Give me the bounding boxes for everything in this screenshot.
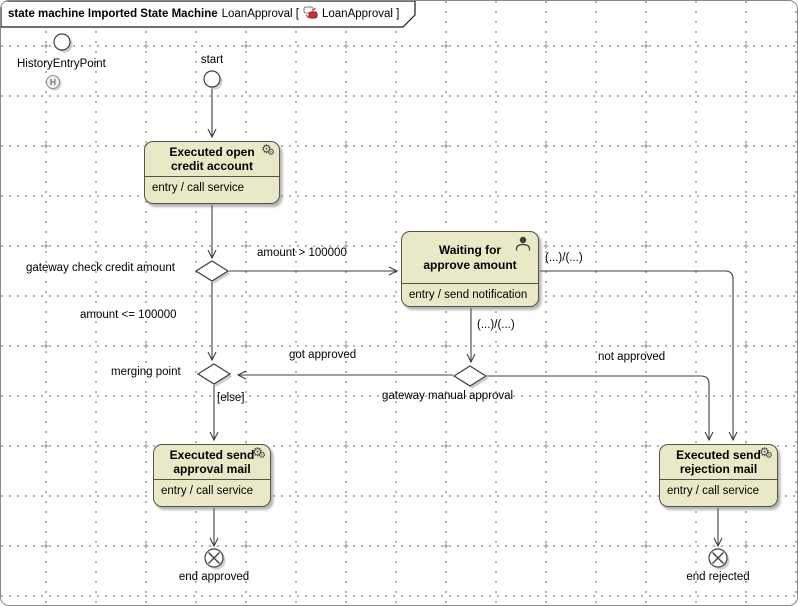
state-entry-action: entry / send notification	[409, 289, 528, 301]
state-title: Executed send rejection mail	[676, 447, 761, 477]
state-executed-open-credit-account[interactable]: Executed open credit account ⚙⚙ entry / …	[144, 141, 280, 204]
gateway-manual-label[interactable]: gateway manual approval	[382, 390, 514, 402]
history-entry-label[interactable]: HistoryEntryPoint	[17, 58, 106, 70]
frame-heading-name: LoanApproval [	[221, 8, 299, 20]
waiting-right-guard-label[interactable]: (...)/(...)	[545, 252, 583, 264]
transition-not-approved-to-rejection-mail[interactable]	[487, 375, 714, 442]
state-title: Executed open credit account	[169, 144, 255, 174]
start-node[interactable]	[203, 70, 221, 88]
state-title: Executed send approval mail	[169, 447, 255, 477]
else-guard-label[interactable]: [else]	[217, 392, 245, 404]
frame-heading-ref: LoanApproval ]	[322, 8, 400, 20]
start-label[interactable]: start	[200, 54, 224, 66]
state-entry-action: entry / call service	[161, 485, 254, 497]
history-icon[interactable]: H	[46, 75, 60, 89]
gears-icon: ⚙⚙	[252, 445, 266, 460]
state-machine-diagram-icon	[303, 6, 318, 22]
amount-gt-guard-label[interactable]: amount > 100000	[257, 247, 347, 259]
got-approved-guard-label[interactable]: got approved	[289, 349, 357, 361]
person-icon	[513, 235, 533, 257]
waiting-bottom-guard-label[interactable]: (...)/(...)	[477, 319, 515, 331]
state-executed-send-approval-mail[interactable]: Executed send approval mail ⚙⚙ entry / c…	[153, 444, 271, 507]
gears-icon: ⚙⚙	[759, 445, 773, 460]
gateway-check-credit-amount-node[interactable]	[194, 260, 230, 282]
end-rejected-label[interactable]: end rejected	[686, 571, 750, 583]
merging-point-node[interactable]	[196, 363, 232, 385]
transition-waiting-guard-to-rejection-mail[interactable]	[540, 270, 738, 442]
end-approved-label[interactable]: end approved	[178, 571, 250, 583]
amount-le-guard-label[interactable]: amount <= 100000	[80, 309, 177, 321]
state-title: Waiting for approve amount	[423, 243, 517, 272]
state-executed-send-rejection-mail[interactable]: Executed send rejection mail ⚙⚙ entry / …	[659, 444, 778, 507]
not-approved-guard-label[interactable]: not approved	[598, 351, 666, 363]
merging-point-label[interactable]: merging point	[111, 366, 181, 378]
end-approved-x	[208, 552, 220, 564]
end-rejected-x	[712, 552, 724, 564]
frame-heading-type: state machine Imported State Machine	[8, 8, 218, 20]
gateway-manual-approval-node[interactable]	[452, 365, 488, 387]
gears-icon: ⚙⚙	[261, 142, 275, 157]
state-entry-action: entry / call service	[667, 485, 760, 497]
history-entry-point-node[interactable]	[53, 33, 71, 51]
state-waiting-for-approve-amount[interactable]: Waiting for approve amount entry / send …	[401, 231, 539, 307]
gateway-check-label[interactable]: gateway check credit amount	[26, 262, 175, 274]
state-entry-action: entry / call service	[152, 182, 245, 194]
diagram-frame-heading: state machine Imported State Machine Loa…	[8, 6, 399, 22]
